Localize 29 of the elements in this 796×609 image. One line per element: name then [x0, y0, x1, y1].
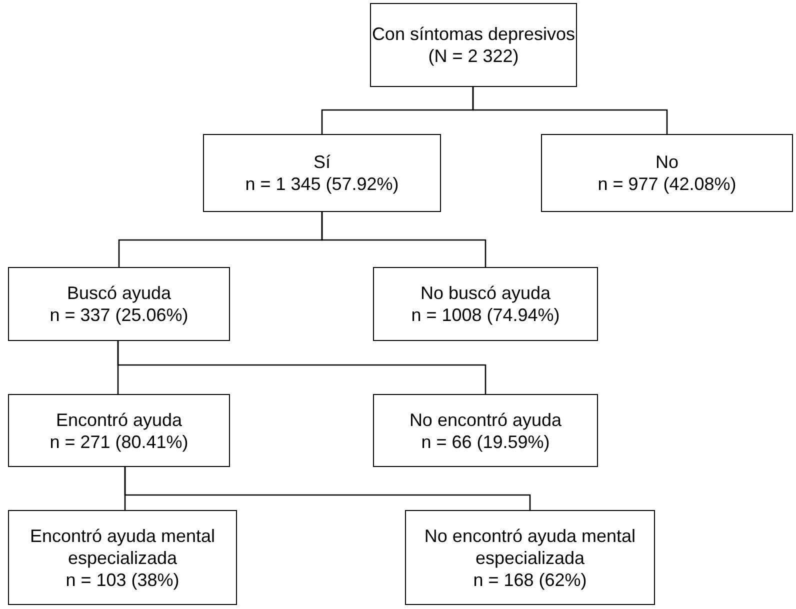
node-box: [203, 134, 441, 212]
count-text: (N = 2 322): [428, 45, 519, 67]
node-box: [541, 134, 793, 212]
count-text: n = 168 (62%): [473, 568, 587, 590]
connector-line: [124, 467, 531, 510]
count-text: n = 977 (42.08%): [598, 173, 736, 195]
node-box: [373, 394, 598, 467]
connector-line: [117, 341, 486, 394]
count-text: n = 337 (25.06%): [50, 304, 188, 326]
node-title: No encontró ayuda: [409, 408, 562, 430]
node-box: [370, 3, 577, 87]
node-title: Con síntomas depresivos: [372, 23, 576, 45]
count-text: n = 271 (80.41%): [50, 430, 188, 452]
node-title: No: [655, 151, 678, 173]
node-title: Sí: [313, 151, 330, 173]
connector-line: [472, 87, 668, 134]
count-text: n = 1 345 (57.92%): [245, 173, 399, 195]
count-text: n = 1008 (74.94%): [411, 304, 560, 326]
count-text: n = 103 (38%): [66, 568, 180, 590]
node-box: [8, 394, 230, 467]
node-box: [8, 267, 230, 341]
node-title: Encontró ayuda: [56, 408, 182, 430]
node-box: [8, 510, 237, 605]
node-box: [405, 510, 655, 605]
node-title: No buscó ayuda: [420, 282, 551, 304]
count-text: n = 66 (19.59%): [421, 430, 550, 452]
node-title: Buscó ayuda: [66, 282, 172, 304]
node-box: [373, 267, 598, 341]
connector-line: [321, 212, 486, 267]
